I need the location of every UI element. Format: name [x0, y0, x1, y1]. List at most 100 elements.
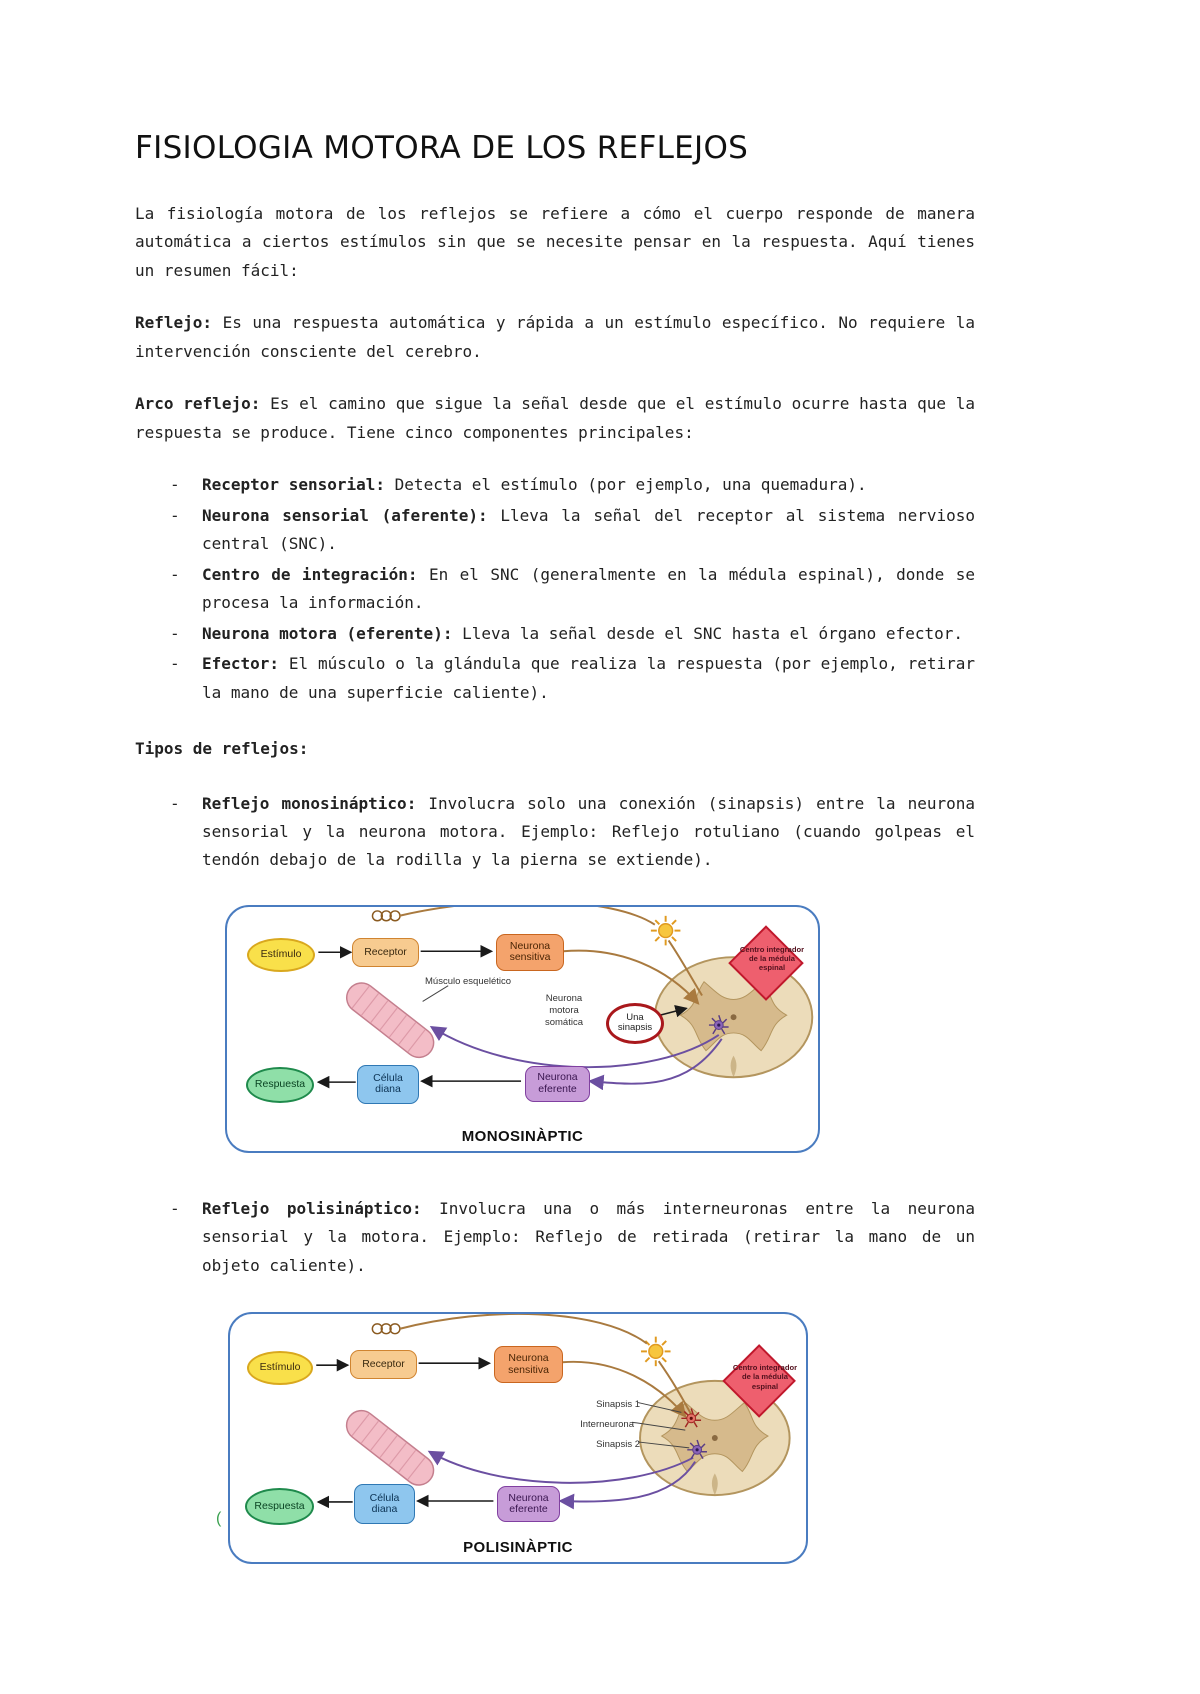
diagram-caption-monosinaptic: MONOSINÀPTIC [461, 1127, 584, 1145]
item-lead: Centro de integración: [202, 564, 418, 584]
flow-arrows [316, 944, 688, 1089]
coil-icon [371, 1323, 401, 1335]
bullet-marker: - [170, 793, 180, 813]
diagram-polisinaptico: Estímulo Receptor Neurona sensitiva Sina… [216, 1312, 808, 1565]
label-sinapsis-1: Sinapsis 1 [596, 1399, 640, 1411]
paragraph-text: Es una respuesta automática y rápida a u… [135, 313, 975, 361]
node-label: Respuesta [254, 1078, 306, 1091]
stray-pen-mark: ( [216, 1510, 222, 1528]
list-item-text: Neurona sensorial (aferente): Lleva la s… [202, 502, 975, 559]
paragraph-text: Es el camino que sigue la señal desde qu… [135, 394, 976, 442]
list-item-text: Receptor sensorial: Detecta el estímulo … [202, 471, 975, 499]
item-lead: Neurona sensorial (aferente): [202, 505, 488, 525]
item-text: En el SNC (generalmente en la médula esp… [202, 564, 976, 613]
sun-icon [641, 1336, 671, 1367]
bullet-marker: - [170, 505, 180, 525]
node-label: Célula diana [369, 1491, 400, 1516]
sun-icon [650, 915, 681, 946]
paragraph-reflejo: Reflejo: Es una respuesta automática y r… [135, 309, 975, 366]
node-label: Estímulo [259, 1361, 301, 1374]
centro-integrador-diamond [722, 1344, 796, 1419]
intro-paragraph: La fisiología motora de los reflejos se … [135, 204, 975, 280]
page-title: FISIOLOGIA MOTORA DE LOS REFLEJOS [135, 130, 749, 166]
list-item: - Efector: El músculo o la glándula que … [170, 650, 975, 707]
node-celula-diana: Célula diana [354, 1484, 415, 1525]
muscle-label-leader [422, 985, 449, 1002]
node-receptor: Receptor [352, 937, 419, 967]
node-label: Receptor [364, 945, 407, 958]
motor-neuron-icon [708, 1014, 729, 1035]
item-lead: Receptor sensorial: [202, 475, 386, 495]
bullet-marker: - [170, 623, 180, 643]
list-item: - Receptor sensorial: Detecta el estímul… [170, 471, 975, 499]
flow-arrows [316, 1357, 494, 1509]
motor-neuron-icon [687, 1440, 707, 1460]
item-text: Detecta el estímulo (por ejemplo, una qu… [385, 475, 867, 495]
label-centro-integrador: Centro integrador de la médula espinal [739, 944, 805, 973]
label-interneurona: Interneurona [580, 1419, 634, 1431]
afferent-pathway [398, 906, 703, 1005]
node-label: Respuesta [254, 1499, 305, 1512]
label-sinapsis-2: Sinapsis 2 [596, 1439, 640, 1451]
node-label: Una sinapsis [617, 1011, 653, 1034]
node-label: Receptor [362, 1357, 405, 1370]
muscle-icon [345, 982, 435, 1058]
bullet-marker: - [170, 564, 180, 584]
node-label: Neurona sensitiva [509, 939, 551, 964]
item-text: Lleva la señal desde el SNC hasta el órg… [452, 623, 963, 643]
muscle-icon [345, 1410, 435, 1487]
item-lead: Reflejo polisináptico: [202, 1198, 422, 1218]
item-lead: Neurona motora (eferente): [202, 623, 453, 643]
label-musculo-esqueletico: Músculo esquelético [425, 975, 512, 987]
interneuron-icon [681, 1408, 702, 1428]
node-label: Célula diana [373, 1071, 403, 1096]
node-celula-diana: Célula diana [357, 1064, 419, 1104]
paragraph-lead: Arco reflejo: [135, 394, 261, 414]
list-item-monosinaptico: - Reflejo monosináptico: Involucra solo … [170, 790, 975, 875]
node-label: Neurona eferente [537, 1071, 578, 1095]
node-respuesta: Respuesta [245, 1488, 314, 1526]
paragraph-arco-reflejo: Arco reflejo: Es el camino que sigue la … [135, 390, 975, 447]
node-neurona-eferente: Neurona eferente [525, 1065, 590, 1102]
list-item-text: Centro de integración: En el SNC (genera… [202, 561, 975, 618]
node-neurona-eferente: Neurona eferente [497, 1486, 560, 1523]
node-estimulo: Estímulo [247, 937, 315, 972]
item-text: Involucra solo una conexión (sinapsis) e… [202, 793, 976, 870]
list-item-text: Efector: El músculo o la glándula que re… [202, 650, 975, 707]
list-item-text: Reflejo polisináptico: Involucra una o m… [202, 1195, 975, 1280]
item-text: Involucra una o más interneuronas entre … [202, 1198, 976, 1275]
bullet-marker: - [170, 654, 180, 674]
list-item: - Neurona sensorial (aferente): Lleva la… [170, 502, 975, 559]
diagram-poli-drawing [316, 1314, 796, 1510]
list-item-polisinaptico: - Reflejo polisináptico: Involucra una o… [170, 1195, 975, 1280]
bullet-marker: - [170, 1198, 180, 1218]
node-estimulo: Estímulo [247, 1351, 313, 1386]
diagram-monosinaptico: Estímulo Receptor Neurona sensitiva Músc… [225, 904, 820, 1153]
node-neurona-sensitiva: Neurona sensitiva [494, 1346, 563, 1384]
label-centro-integrador: Centro integrador de la médula espinal [732, 1363, 798, 1391]
bullet-marker: - [170, 475, 180, 495]
item-text: Lleva la señal del receptor al sistema n… [202, 505, 975, 554]
node-una-sinapsis: Una sinapsis [606, 1002, 664, 1044]
node-label: Neurona sensitiva [508, 1352, 549, 1376]
item-text: El músculo o la glándula que realiza la … [202, 654, 975, 702]
node-label: Neurona eferente [508, 1491, 549, 1516]
coil-icon [371, 910, 401, 922]
synapse-label-leaders [632, 1402, 690, 1449]
efferent-pathway [427, 1451, 696, 1510]
list-item-text: Neurona motora (eferente): Lleva la seña… [202, 620, 975, 648]
list-item: - Centro de integración: En el SNC (gene… [170, 561, 975, 618]
components-list: - Receptor sensorial: Detecta el estímul… [135, 471, 975, 707]
centro-integrador-diamond [728, 925, 804, 1001]
item-lead: Efector: [202, 654, 280, 674]
list-item: - Neurona motora (eferente): Lleva la se… [170, 620, 975, 648]
node-neurona-sensitiva: Neurona sensitiva [496, 933, 564, 971]
node-label: Estímulo [260, 948, 302, 961]
afferent-pathway [399, 1314, 693, 1419]
label-neurona-motora-somatica: Neurona motora somática [544, 992, 583, 1028]
paragraph-lead: Reflejo: [135, 313, 213, 333]
item-lead: Reflejo monosináptico: [202, 793, 417, 813]
node-receptor: Receptor [350, 1350, 417, 1380]
diagram-caption-polisinaptic: POLISINÀPTIC [463, 1539, 573, 1557]
